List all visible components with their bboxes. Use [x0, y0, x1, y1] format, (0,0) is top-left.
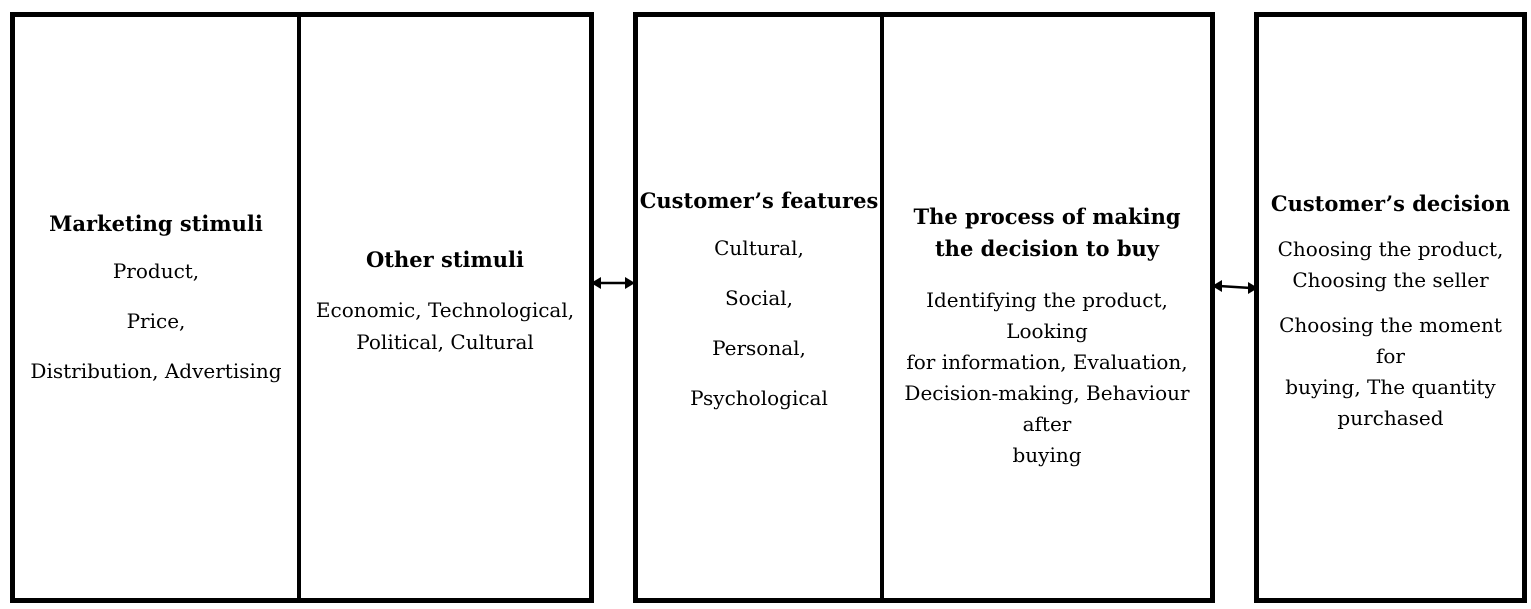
other-stimuli-box: Other stimuli Economic, Technological, P…	[297, 17, 589, 598]
customer-decision-box: Customer’s decision Choosing the product…	[1259, 17, 1522, 598]
decision-process-item: Identifying the product, Looking	[926, 288, 1168, 343]
marketing-stimuli-item: Product,	[112, 259, 200, 283]
decision-process-heading: The process of making the decision to bu…	[913, 204, 1181, 261]
customer-decision-item: purchased	[1337, 406, 1444, 430]
marketing-stimuli-item: Price,	[126, 309, 186, 333]
customer-features-heading: Customer’s features	[639, 188, 879, 213]
customer-features-item: Social,	[724, 286, 794, 310]
decision-process-item: for information, Evaluation,	[906, 350, 1188, 374]
customer-features-item: Cultural,	[714, 236, 804, 260]
marketing-stimuli-item: Distribution, Advertising	[30, 359, 282, 383]
customer-decision-heading: Customer’s decision	[1270, 191, 1511, 216]
customer-group: Customer’s features Cultural, Social, Pe…	[633, 12, 1215, 603]
stimuli-group: Marketing stimuli Product, Price, Distri…	[10, 12, 594, 603]
other-stimuli-item: Economic, Technological,	[315, 298, 575, 322]
double-arrow-icon	[591, 277, 635, 289]
customer-decision-item: Choosing the seller	[1292, 268, 1489, 292]
customer-decision-item: Choosing the moment for	[1279, 313, 1502, 368]
customer-decision-item: Choosing the product,	[1277, 237, 1504, 261]
other-stimuli-item: Political, Cultural	[356, 330, 534, 354]
customer-features-item: Personal,	[712, 336, 806, 360]
customer-decision-item: buying, The quantity	[1285, 375, 1496, 399]
other-stimuli-heading: Other stimuli	[366, 247, 524, 272]
double-arrow-icon	[1212, 280, 1258, 294]
customer-features-box: Customer’s features Cultural, Social, Pe…	[638, 17, 880, 598]
decision-process-item: buying	[1012, 443, 1082, 467]
decision-group: Customer’s decision Choosing the product…	[1254, 12, 1527, 603]
marketing-stimuli-box: Marketing stimuli Product, Price, Distri…	[15, 17, 297, 598]
decision-process-item: Decision-making, Behaviour after	[904, 381, 1190, 436]
customer-features-item: Psychological	[690, 386, 828, 410]
marketing-stimuli-heading: Marketing stimuli	[49, 211, 263, 236]
decision-process-box: The process of making the decision to bu…	[880, 17, 1210, 598]
